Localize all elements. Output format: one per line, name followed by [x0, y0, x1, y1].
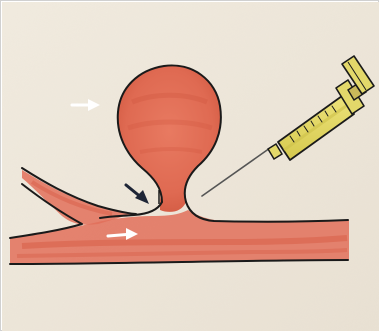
aneurysm-sketch [2, 2, 379, 331]
image-frame [0, 0, 379, 331]
